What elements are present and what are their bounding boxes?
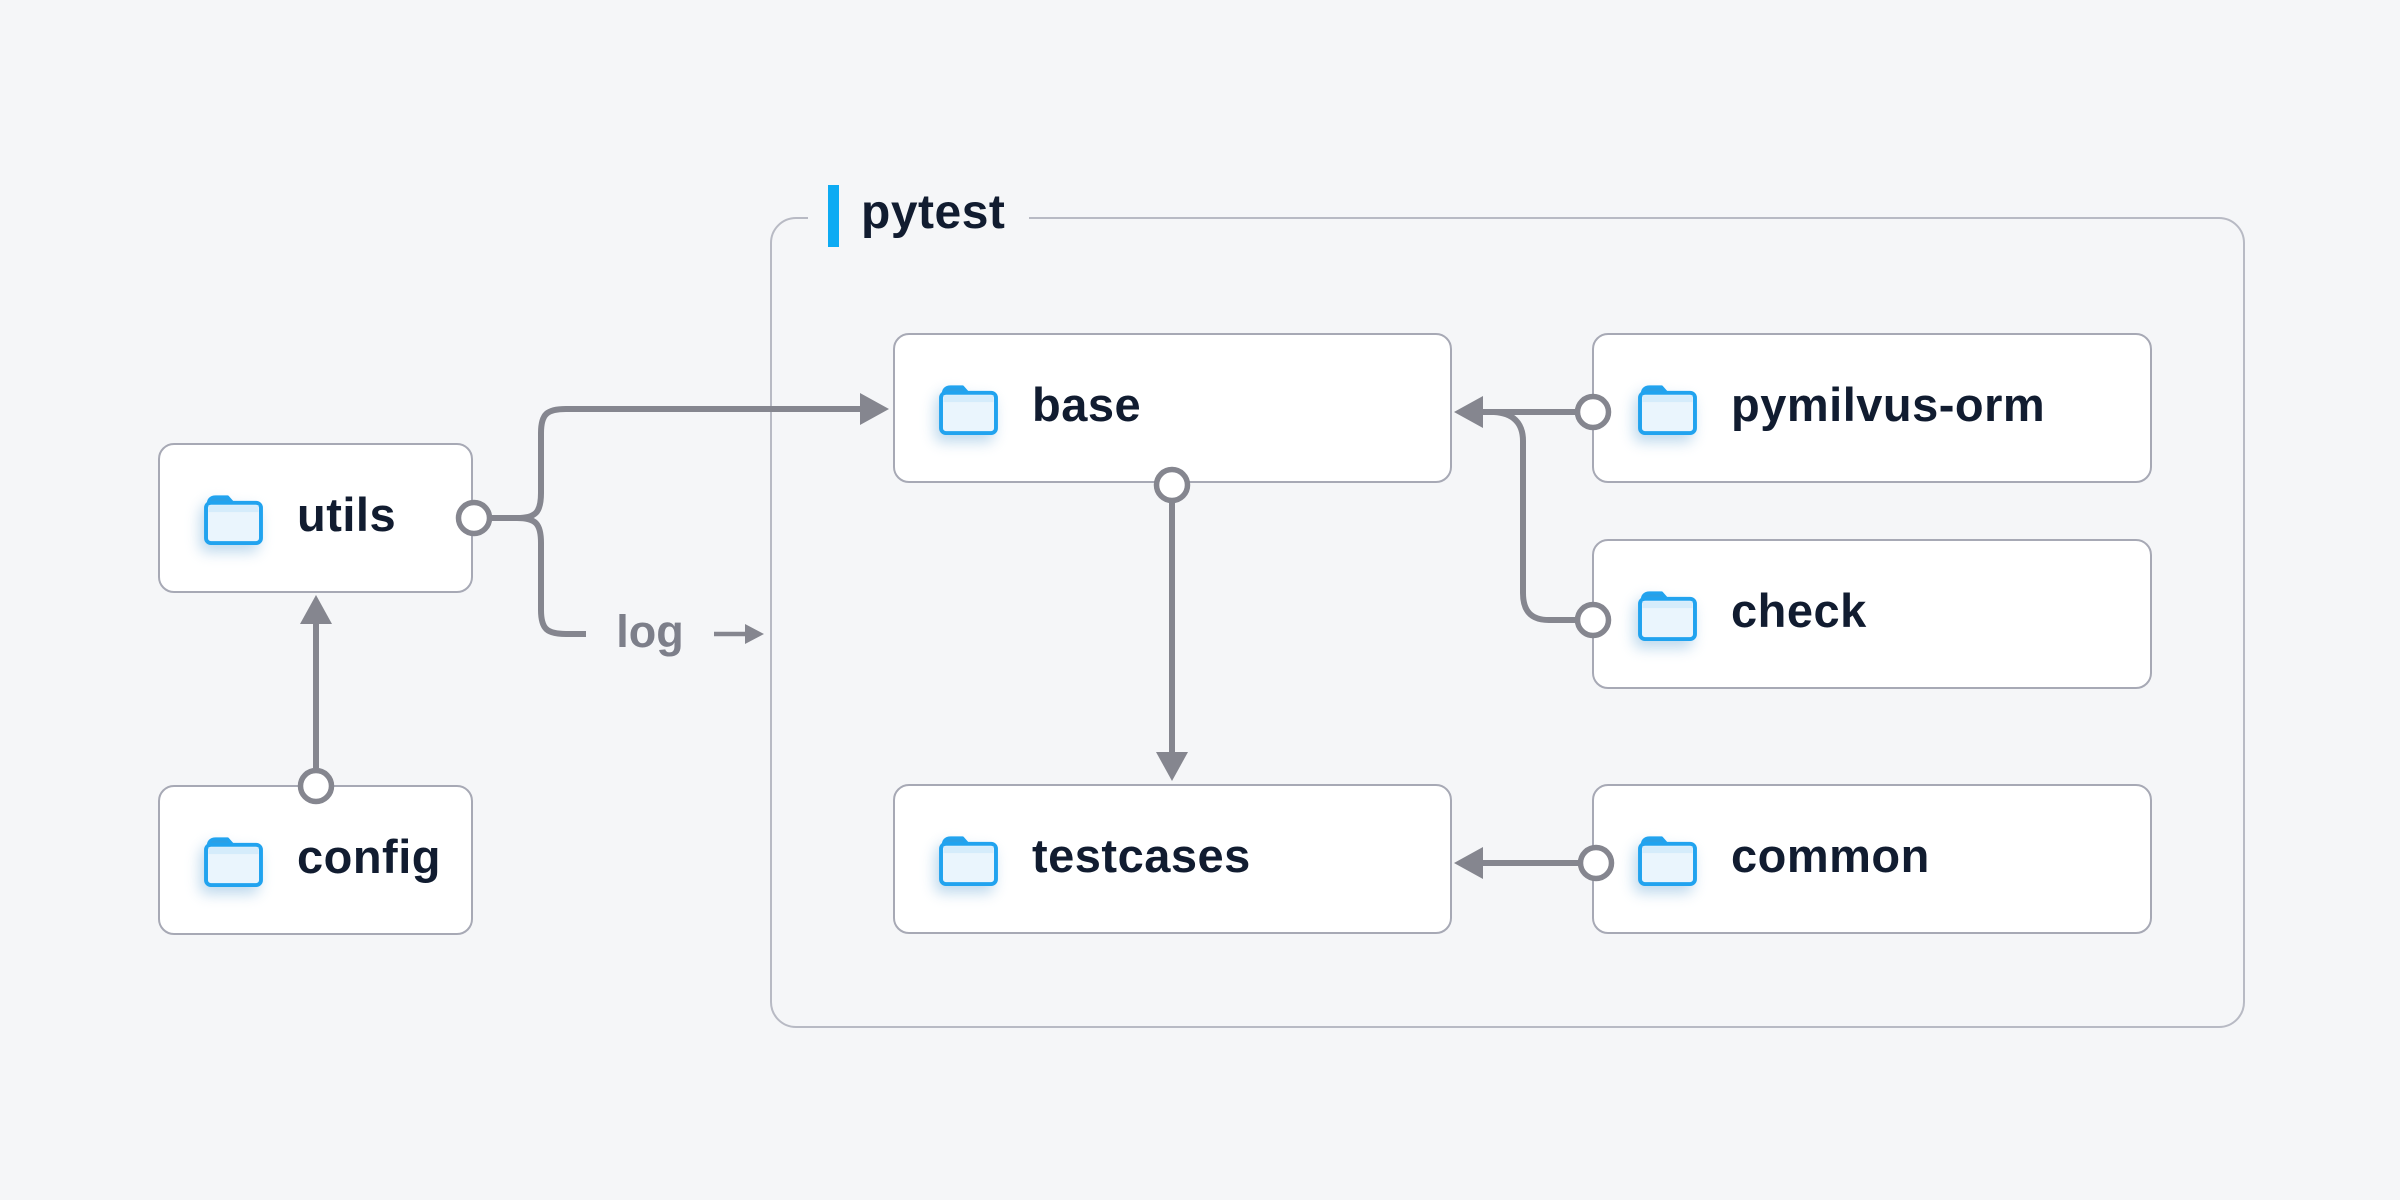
node-utils: utils (158, 443, 473, 593)
pytest-group-container (770, 217, 2245, 1028)
node-common: common (1592, 784, 2152, 934)
folder-icon (937, 382, 1000, 435)
node-label: check (1731, 583, 1867, 637)
node-check: check (1592, 539, 2152, 689)
node-label: common (1731, 828, 1930, 882)
node-label: testcases (1032, 828, 1251, 882)
pytest-group-title: pytest (861, 186, 1006, 239)
node-label: config (297, 829, 441, 883)
node-pymilvus-orm: pymilvus-orm (1592, 333, 2152, 483)
folder-icon (202, 492, 265, 545)
node-testcases: testcases (893, 784, 1452, 934)
log-label: log (616, 606, 684, 657)
log-arrow-icon (714, 624, 764, 644)
node-label: base (1032, 377, 1142, 431)
folder-icon (1636, 382, 1699, 435)
folder-icon (202, 834, 265, 887)
node-label: pymilvus-orm (1731, 377, 2046, 431)
node-config: config (158, 785, 473, 935)
node-base: base (893, 333, 1452, 483)
folder-icon (1636, 588, 1699, 641)
arrowhead-up (300, 595, 332, 624)
node-label: utils (297, 487, 397, 541)
folder-icon (1636, 833, 1699, 886)
pytest-group-label: pytest (808, 183, 1030, 249)
folder-icon (937, 833, 1000, 886)
edge-config-utils (297, 595, 335, 805)
accent-bar (828, 185, 839, 247)
